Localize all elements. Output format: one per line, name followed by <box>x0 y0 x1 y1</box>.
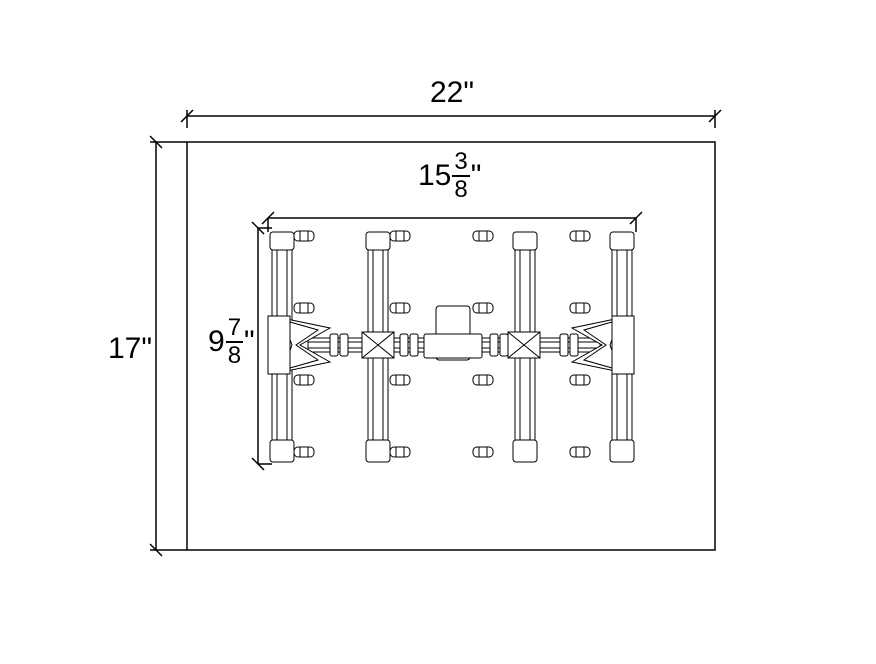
candle-cup <box>389 446 411 458</box>
fixture-height-whole: 9 <box>208 325 225 358</box>
backplate-outline <box>186 141 716 551</box>
candle-cup <box>569 302 591 314</box>
fixture-end-bracket <box>611 315 635 375</box>
candle-cup <box>293 302 315 314</box>
fixture-chevron-inner <box>289 321 320 369</box>
fixture-arm-cap-top <box>365 231 391 251</box>
overall-width-value: 22 <box>430 76 464 109</box>
candle-cup <box>389 302 411 314</box>
fixture-width-numerator: 3 <box>452 148 470 177</box>
fixture-arm-cap-bottom <box>609 439 635 463</box>
fixture-width-whole: 15 <box>418 159 452 192</box>
candle-cup <box>569 446 591 458</box>
fixture-connector-cross <box>507 331 541 359</box>
fixture-chevron-ornament <box>570 317 621 373</box>
fixture-coupling-ring <box>399 333 409 357</box>
overall-height-label: 17" <box>108 334 152 364</box>
fixture-arm-cap-top <box>609 231 635 251</box>
candle-cup <box>472 230 494 242</box>
candle-cup <box>472 446 494 458</box>
fixture-width-unit: " <box>470 159 482 192</box>
fixture-connector-cross <box>361 331 395 359</box>
fixture-width-denominator: 8 <box>454 176 468 203</box>
fixture-arm-cap-bottom <box>512 439 538 463</box>
fixture-center-base <box>423 333 483 359</box>
fixture-coupling-ring <box>409 333 419 357</box>
fixture-arm-cap-bottom <box>365 439 391 463</box>
overall-width-dimension-line <box>180 109 722 128</box>
fixture-arm-cap-top <box>269 231 295 251</box>
fixture-coupling-ring <box>489 333 499 357</box>
candle-cup <box>293 230 315 242</box>
overall-width-unit: " <box>463 76 475 109</box>
fixture-chevron-inner <box>582 321 613 369</box>
fixture-coupling-ring <box>339 333 349 357</box>
fixture-coupling-ring <box>329 333 339 357</box>
fixture-height-numerator: 7 <box>225 314 244 343</box>
overall-height-dimension-line <box>149 135 187 557</box>
fixture-width-dimension-line <box>261 211 643 232</box>
fixture-height-denominator: 8 <box>227 342 242 369</box>
fixture-coupling-ring <box>559 333 569 357</box>
candle-cup <box>569 230 591 242</box>
overall-width-label: 22" <box>430 78 474 108</box>
candle-cup <box>389 230 411 242</box>
candle-cup <box>293 446 315 458</box>
candle-cup <box>472 374 494 386</box>
fixture-height-dimension-line <box>251 221 272 471</box>
fixture-arm-cap-top <box>512 231 538 251</box>
fixture-chevron-ornament <box>281 317 332 373</box>
candle-cup <box>293 374 315 386</box>
fixture-coupling-ring <box>569 333 579 357</box>
fixture-arm-cap-bottom <box>269 439 295 463</box>
candle-cup <box>472 302 494 314</box>
fixture-end-bracket <box>267 315 291 375</box>
overall-height-value: 17 <box>108 332 142 365</box>
candle-cup <box>389 374 411 386</box>
chandelier-fixture-drawing <box>267 230 635 463</box>
fixture-height-unit: " <box>244 325 255 358</box>
overall-height-unit: " <box>141 332 153 365</box>
fixture-coupling-ring <box>499 333 509 357</box>
candle-cup <box>569 374 591 386</box>
